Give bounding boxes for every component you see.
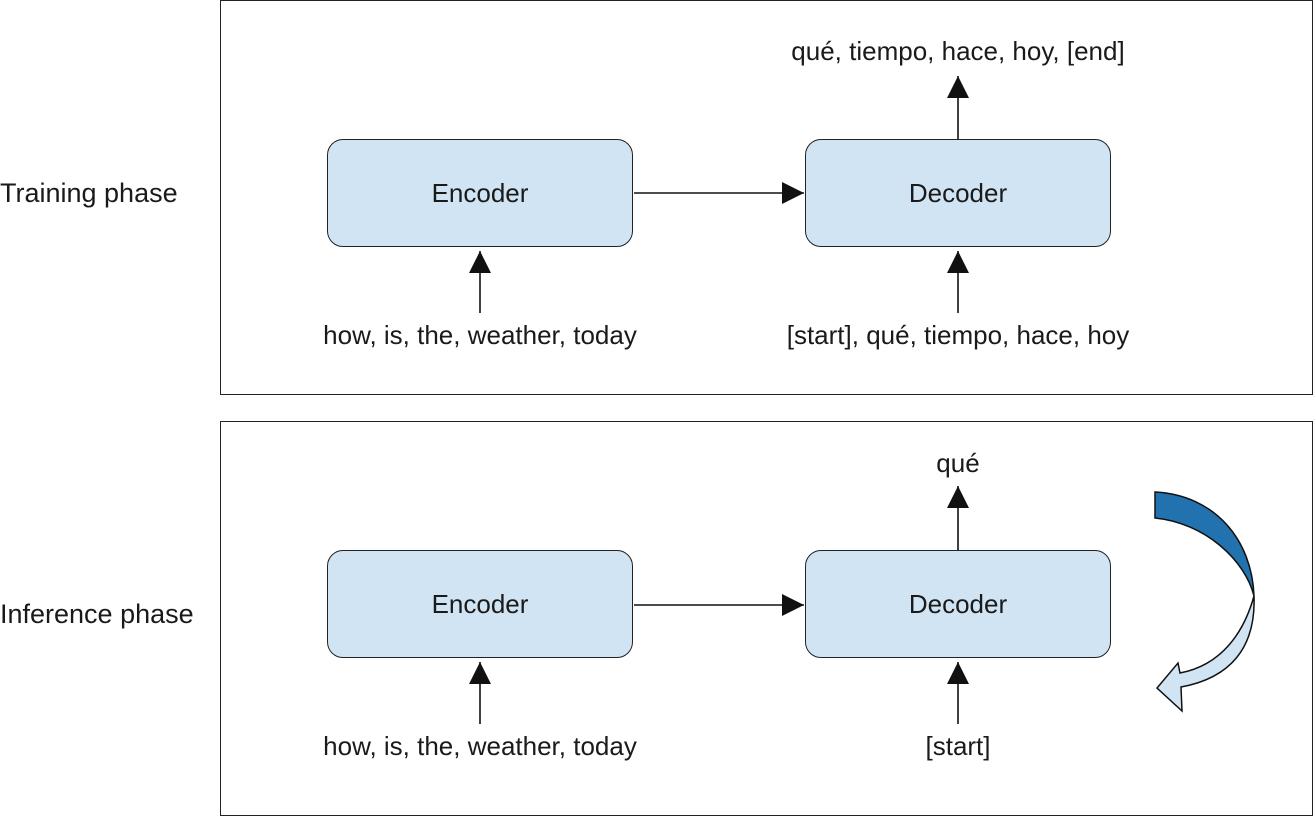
inference-encoder-input-tokens: how, is, the, weather, today bbox=[323, 731, 637, 761]
curved-loop-arrow-icon bbox=[1154, 491, 1255, 713]
inference-decoder-output-tokens: qué bbox=[936, 448, 980, 478]
loop-arrow-top-half bbox=[1154, 491, 1255, 597]
inference-encoder-label: Encoder bbox=[431, 588, 529, 619]
inference-decoder-label: Decoder bbox=[908, 588, 1008, 619]
training-encoder-label: Encoder bbox=[431, 177, 529, 208]
training-decoder-box: Decoder bbox=[805, 139, 1111, 247]
loop-arrow-bottom-half bbox=[1155, 595, 1255, 713]
training-decoder-output-tokens: qué, tiempo, hace, hoy, [end] bbox=[791, 36, 1125, 66]
inference-phase-label: Inference phase bbox=[0, 599, 194, 629]
inference-decoder-input-tokens: [start] bbox=[925, 731, 991, 761]
training-phase-label: Training phase bbox=[0, 178, 178, 208]
inference-decoder-box: Decoder bbox=[805, 550, 1111, 658]
inference-encoder-box: Encoder bbox=[327, 550, 633, 658]
training-decoder-input-tokens: [start], qué, tiempo, hace, hoy bbox=[786, 320, 1130, 350]
training-encoder-input-tokens: how, is, the, weather, today bbox=[323, 320, 637, 350]
training-encoder-box: Encoder bbox=[327, 139, 633, 247]
training-decoder-label: Decoder bbox=[908, 177, 1008, 208]
